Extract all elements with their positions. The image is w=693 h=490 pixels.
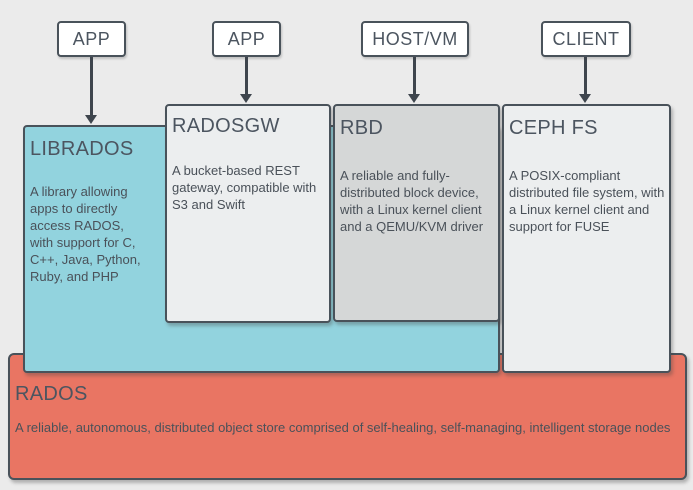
arrow-head-app-to-librados (85, 115, 97, 124)
arrow-hostvm-to-rbd (413, 57, 416, 95)
arrow-head-hostvm-to-rbd (408, 94, 420, 103)
rbd-description: A reliable and fully-distributed block d… (340, 168, 484, 234)
arrow-head-app-to-radosgw (240, 94, 252, 103)
box-rbd: RBD A reliable and fully-distributed blo… (333, 104, 500, 322)
node-app-1-label: APP (72, 28, 111, 49)
radosgw-description: A bucket-based REST gateway, compatible … (172, 163, 317, 212)
arrow-app-to-radosgw (245, 57, 248, 95)
rados-description: A reliable, autonomous, distributed obje… (15, 420, 671, 435)
cephfs-title: CEPH FS (509, 117, 598, 139)
box-rados: RADOS A reliable, autonomous, distribute… (8, 353, 687, 480)
arrow-client-to-cephfs (584, 57, 587, 95)
node-app-1: APP (57, 21, 126, 57)
librados-description: A library allowing apps to directly acce… (30, 184, 141, 284)
arrow-head-client-to-cephfs (579, 94, 591, 103)
box-cephfs: CEPH FS A POSIX-compliant distributed fi… (502, 104, 671, 373)
cephfs-description: A POSIX-compliant distributed file syste… (509, 168, 665, 234)
box-radosgw: RADOSGW A bucket-based REST gateway, com… (165, 104, 331, 323)
node-app-2-label: APP (227, 28, 266, 49)
node-host-vm: HOST/VM (361, 21, 469, 57)
rados-title: RADOS (15, 383, 88, 405)
arrow-app-to-librados (90, 57, 93, 116)
node-host-vm-label: HOST/VM (372, 28, 458, 49)
rbd-title: RBD (340, 117, 384, 139)
radosgw-title: RADOSGW (172, 115, 280, 137)
node-client: CLIENT (541, 21, 631, 57)
node-app-2: APP (212, 21, 281, 57)
librados-title: LIBRADOS (30, 138, 134, 160)
node-client-label: CLIENT (552, 28, 620, 49)
